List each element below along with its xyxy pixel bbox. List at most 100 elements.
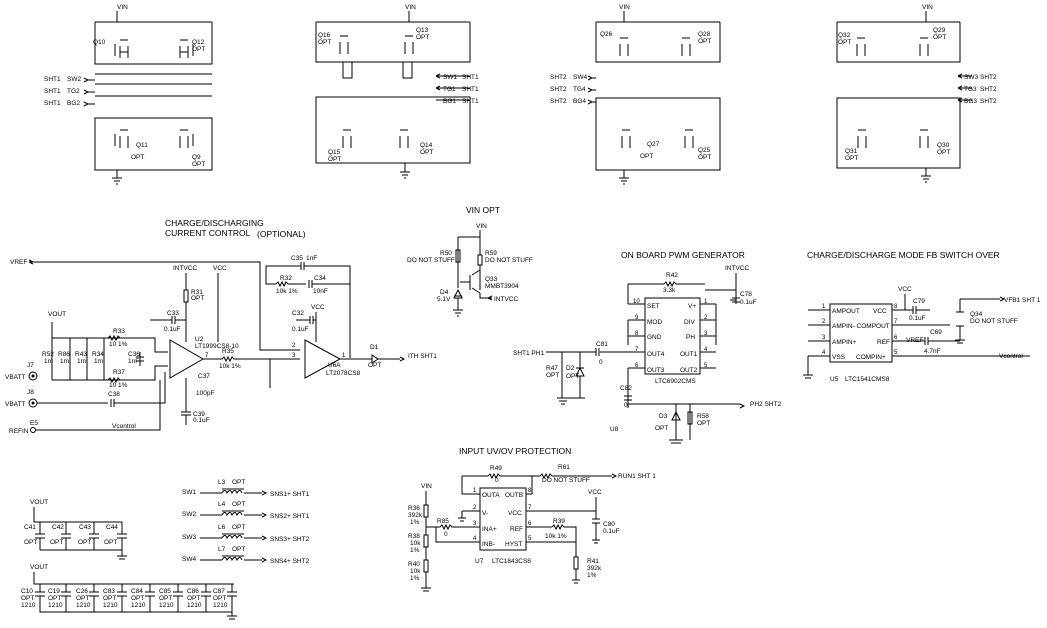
run1-label: RUN1 SHT 1 xyxy=(618,473,656,480)
r86-label: R86 xyxy=(58,351,70,358)
r34-label: R34 xyxy=(92,351,104,358)
pin-number: 3 xyxy=(822,335,826,341)
r33-value: 10 1% xyxy=(109,341,128,348)
u2-label: U2 xyxy=(195,336,204,343)
q29-label: Q29 xyxy=(933,27,946,34)
pin-mod: MOD xyxy=(647,319,662,326)
pin-out4: OUT4 xyxy=(647,351,665,358)
r35-value: 10k 1% xyxy=(219,363,241,370)
opt-label: OPT xyxy=(655,425,668,432)
pin-number: 6 xyxy=(894,335,898,341)
pin-vcc: VCC xyxy=(508,510,522,517)
fb-switch-section: CHARGE/DISCHARGE MODE FB SWITCH OVER AMP… xyxy=(803,250,1041,383)
opt-label: OPT xyxy=(845,155,858,162)
u6a-part: LT2078CS8 xyxy=(326,370,361,377)
l4-label: L4 xyxy=(218,501,226,508)
d4-value: 5.1V xyxy=(437,296,451,303)
pin-number: 1 xyxy=(704,299,708,305)
sheet-ref: SHT2 xyxy=(550,98,567,105)
opt-label: OPT xyxy=(104,539,117,546)
opt-label: OPT xyxy=(697,420,710,427)
u7-label: U7 xyxy=(475,558,484,565)
pin-number: 4 xyxy=(704,347,708,353)
pin-ref: REF xyxy=(877,339,890,346)
opt-label: OPT xyxy=(232,546,245,553)
pin-vminus: V- xyxy=(482,510,488,517)
pin-number: 5 xyxy=(528,536,532,542)
net-label: BG2 xyxy=(67,100,80,107)
r39-label: R39 xyxy=(553,518,565,525)
pin-number: 5 xyxy=(894,350,898,356)
l6-label: L6 xyxy=(218,524,226,531)
c82-label: C82 xyxy=(620,385,632,392)
c39-label: C39 xyxy=(193,411,205,418)
vin-opt-section: VIN OPT VIN R50 DO NOT STUFF R59 DO NOT … xyxy=(407,205,533,317)
r59-value: DO NOT STUFF xyxy=(485,257,533,264)
opt-label: OPT xyxy=(131,595,144,602)
opt-label: OPT xyxy=(232,479,245,486)
sheet-ref: SHT1 xyxy=(462,98,479,105)
d2-label: D2 xyxy=(566,365,575,372)
opt-label: OPT xyxy=(50,539,63,546)
r32-value: 10k 1% xyxy=(276,288,298,295)
opt-label: OPT xyxy=(187,595,200,602)
pin-number: 3 xyxy=(292,353,296,359)
r40-value: 10k xyxy=(410,568,421,575)
pin-out3: OUT3 xyxy=(647,367,665,374)
opt-label: OPT xyxy=(566,373,579,380)
pin-number: 7 xyxy=(205,353,209,359)
r41-label: R41 xyxy=(587,558,599,565)
r31-label: R31 xyxy=(191,289,203,296)
opt-label: OPT xyxy=(24,539,37,546)
c83-size: 1210 xyxy=(103,602,118,609)
r86-value: 1m xyxy=(60,358,69,365)
opt-label: OPT xyxy=(416,34,429,41)
r37-value: 10 1% xyxy=(109,382,128,389)
r43-label: R43 xyxy=(75,351,87,358)
u6a-label: U6A xyxy=(328,362,341,369)
sheet-ref: SHT2 xyxy=(980,98,997,105)
opt-label: OPT xyxy=(546,372,559,379)
r33-label: R33 xyxy=(113,328,125,335)
bridge-4: VIN Q32 OPT Q29 OPT Q31 OPT Q30 OPT SW3 … xyxy=(836,4,997,183)
opt-label: OPT xyxy=(78,539,91,546)
pin-number: 4 xyxy=(473,536,477,542)
c10-label: C10 xyxy=(21,588,33,595)
opt-label: OPT xyxy=(318,39,331,46)
q30-label: Q30 xyxy=(937,142,950,149)
c10-size: 1210 xyxy=(21,602,36,609)
c69-label: C69 xyxy=(930,329,942,336)
opt-label: OPT xyxy=(698,38,711,45)
sense-section: SW1 SW2 SW3 SW4 L3 OPT L4 OPT L6 OPT L7 … xyxy=(182,479,310,565)
opt-label: OPT xyxy=(838,39,851,46)
r50-label: R50 xyxy=(440,250,452,257)
sheet-ref: SHT2 xyxy=(980,74,997,81)
c36-value: 1nF xyxy=(128,358,139,365)
r85-label: R85 xyxy=(437,518,449,525)
r52-label: R52 xyxy=(42,351,54,358)
net-label: TG3 xyxy=(964,86,977,93)
j7-label: J7 xyxy=(27,362,34,369)
pin-ampout: AMPOUT xyxy=(832,308,860,315)
e5-label: E5 xyxy=(30,420,38,427)
r38-tolerance: 1% xyxy=(410,547,420,554)
pin-ampin-plus: AMPIN+ xyxy=(832,339,857,346)
pin-number: 2 xyxy=(292,343,296,349)
pin-number: 3 xyxy=(473,521,477,527)
pin-number: 6 xyxy=(635,363,639,369)
r41-value: 392k xyxy=(587,565,602,572)
pin-number: 1 xyxy=(473,488,477,494)
r49-label: R49 xyxy=(490,465,502,472)
u5-part: LTC1541CMS8 xyxy=(845,376,890,383)
c37-label: C37 xyxy=(198,373,210,380)
vin-label: VIN xyxy=(476,223,487,230)
vin-label: VIN xyxy=(619,4,630,11)
r59-label: R59 xyxy=(485,250,497,257)
pin-gnd: GND xyxy=(647,334,662,341)
opt-label: OPT xyxy=(232,501,245,508)
net-label: SW3 xyxy=(964,74,978,81)
bridge-1: VIN Q10 Q12 OPT Q11 Q9 OPT OPT SHT1 SW2 … xyxy=(44,4,213,185)
pwm-section: ON BOARD PWM GENERATOR R42 3.3k INTVCC C… xyxy=(513,250,781,444)
heading-fb-switch: CHARGE/DISCHARGE MODE FB SWITCH OVER xyxy=(807,250,1000,260)
